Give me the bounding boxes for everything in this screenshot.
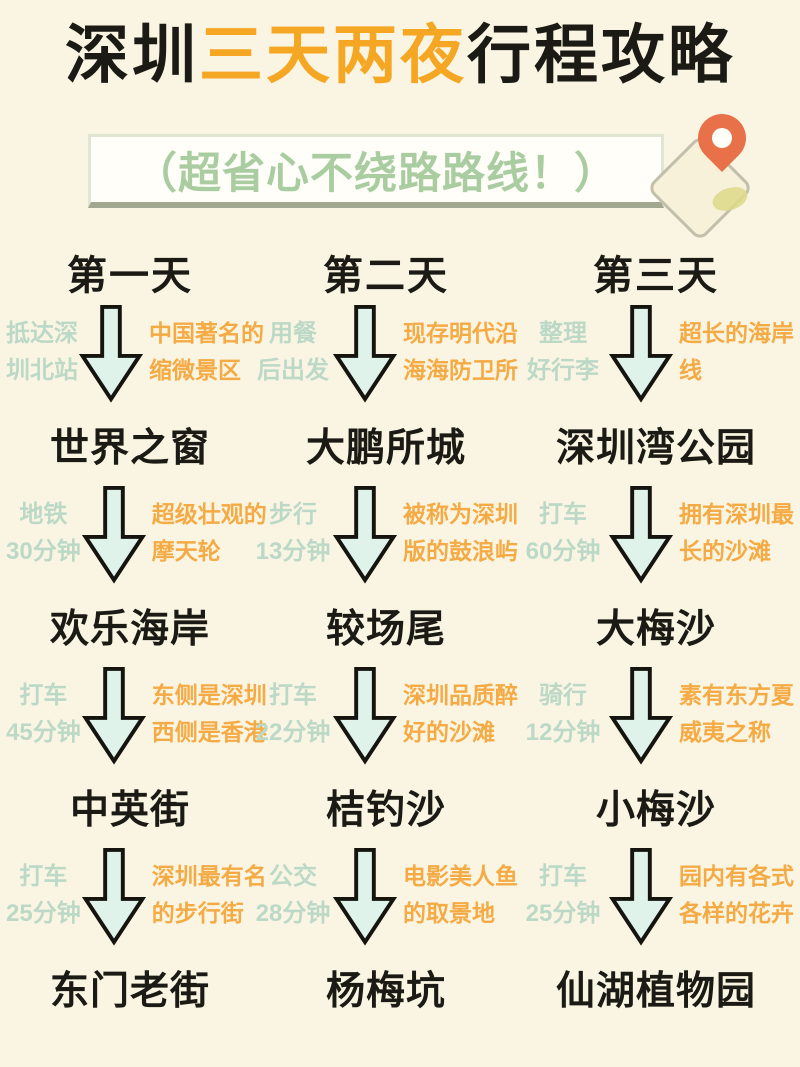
transit-label: 步行 13分钟	[255, 501, 331, 565]
stop-name: 中英街	[69, 789, 190, 832]
day-3-leg-1: 整理 好行李 超长的海岸 线	[518, 302, 794, 407]
stop-name: 较场尾	[325, 608, 446, 651]
transit-label: 打车 25分钟	[6, 863, 81, 927]
stop-name: 东门老街	[49, 970, 210, 1013]
folded-map-icon	[640, 104, 796, 242]
arrow-down-icon	[609, 848, 673, 946]
arrow-down-icon	[82, 667, 146, 765]
day-3-leg-2: 打车 60分钟 拥有深圳最 长的沙滩	[518, 483, 794, 588]
note-label: 被称为深圳 版的鼓浪屿	[403, 501, 518, 564]
arrow-down-icon	[609, 667, 673, 765]
transit-label: 打车 60分钟	[525, 501, 601, 565]
note-label: 拥有深圳最 长的沙滩	[679, 501, 794, 564]
note-label: 素有东方夏 威夷之称	[679, 682, 794, 745]
page-title: 深圳三天两夜行程攻略	[0, 19, 800, 91]
day-1-leg-2: 地铁 30分钟 超级壮观的 摩天轮	[6, 483, 267, 588]
title-suffix: 行程攻略	[467, 19, 735, 91]
arrow-down-icon	[333, 486, 397, 584]
transit-label: 打车 45分钟	[6, 682, 81, 746]
day-1-leg-3: 打车 45分钟 东侧是深圳 西侧是香港	[6, 664, 267, 769]
column-day-1: 第一天 抵达深 圳北站 中国著名的 缩微景区 世界之窗 地铁 30分钟	[6, 242, 267, 1026]
stop-name: 欢乐海岸	[49, 608, 210, 651]
stop-name: 深圳湾公园	[555, 427, 756, 470]
day-2-leg-4: 公交 28分钟 电影美人鱼 的取景地	[254, 845, 518, 950]
note-label: 电影美人鱼 的取景地	[403, 863, 518, 926]
stop-name: 世界之窗	[49, 427, 210, 470]
column-day-3: 第三天 整理 好行李 超长的海岸 线 深圳湾公园 打车 60分钟	[518, 242, 794, 1026]
arrow-down-icon	[609, 486, 673, 584]
arrow-down-icon	[609, 305, 673, 403]
pin-hole	[707, 123, 737, 153]
stop-name: 杨梅坑	[325, 970, 446, 1013]
arrow-down-icon	[82, 486, 146, 584]
title-prefix: 深圳	[65, 19, 199, 91]
arrow-down-icon	[82, 848, 146, 946]
stop-name: 仙湖植物园	[555, 970, 756, 1013]
day-3-leg-4: 打车 25分钟 园内有各式 各样的花卉	[518, 845, 794, 950]
note-label: 深圳品质醉 好的沙滩	[403, 682, 518, 745]
note-label: 现存明代沿 海海防卫所	[403, 320, 518, 383]
transit-label: 地铁 30分钟	[6, 501, 81, 565]
title-highlight: 三天两夜	[199, 19, 467, 91]
transit-label: 打车 25分钟	[525, 863, 601, 927]
day-1-leg-1: 抵达深 圳北站 中国著名的 缩微景区	[6, 302, 264, 407]
subtitle-box: （超省心不绕路路线！）	[88, 134, 664, 208]
arrow-down-icon	[333, 305, 397, 403]
day-3-header: 第三天	[593, 254, 719, 298]
subtitle-text: （超省心不绕路路线！）	[134, 149, 618, 198]
day-1-leg-4: 打车 25分钟 深圳最有名 的步行街	[6, 845, 267, 950]
arrow-down-icon	[333, 848, 397, 946]
transit-label: 打车 22分钟	[255, 682, 331, 746]
note-label: 超级壮观的 摩天轮	[151, 501, 267, 564]
transit-label: 用餐 后出发	[257, 320, 329, 384]
transit-label: 整理 好行李	[527, 320, 599, 384]
stop-name: 大梅沙	[595, 608, 716, 651]
stop-name: 小梅沙	[595, 789, 716, 832]
column-day-2: 第二天 用餐 后出发 现存明代沿 海海防卫所 大鹏所城 步行 13分钟	[254, 242, 518, 1026]
day-2-header: 第二天	[323, 254, 449, 298]
arrow-down-icon	[333, 667, 397, 765]
day-1-header: 第一天	[67, 254, 193, 298]
note-label: 深圳最有名 的步行街	[151, 863, 267, 926]
itinerary-board: 第一天 抵达深 圳北站 中国著名的 缩微景区 世界之窗 地铁 30分钟	[6, 242, 794, 1026]
note-label: 超长的海岸 线	[679, 320, 794, 383]
note-label: 东侧是深圳 西侧是香港	[151, 682, 267, 745]
note-label: 园内有各式 各样的花卉	[679, 863, 794, 926]
transit-label: 公交 28分钟	[255, 863, 331, 927]
arrow-down-icon	[79, 305, 143, 403]
stop-name: 大鹏所城	[305, 427, 466, 470]
day-2-leg-1: 用餐 后出发 现存明代沿 海海防卫所	[254, 302, 518, 407]
day-3-leg-3: 骑行 12分钟 素有东方夏 威夷之称	[518, 664, 794, 769]
header: 深圳三天两夜行程攻略 （超省心不绕路路线！）	[0, 0, 800, 242]
day-2-leg-3: 打车 22分钟 深圳品质醉 好的沙滩	[254, 664, 518, 769]
transit-label: 骑行 12分钟	[525, 682, 601, 746]
stop-name: 桔钓沙	[325, 789, 446, 832]
transit-label: 抵达深 圳北站	[6, 320, 78, 384]
note-label: 中国著名的 缩微景区	[149, 320, 264, 383]
day-2-leg-2: 步行 13分钟 被称为深圳 版的鼓浪屿	[254, 483, 518, 588]
